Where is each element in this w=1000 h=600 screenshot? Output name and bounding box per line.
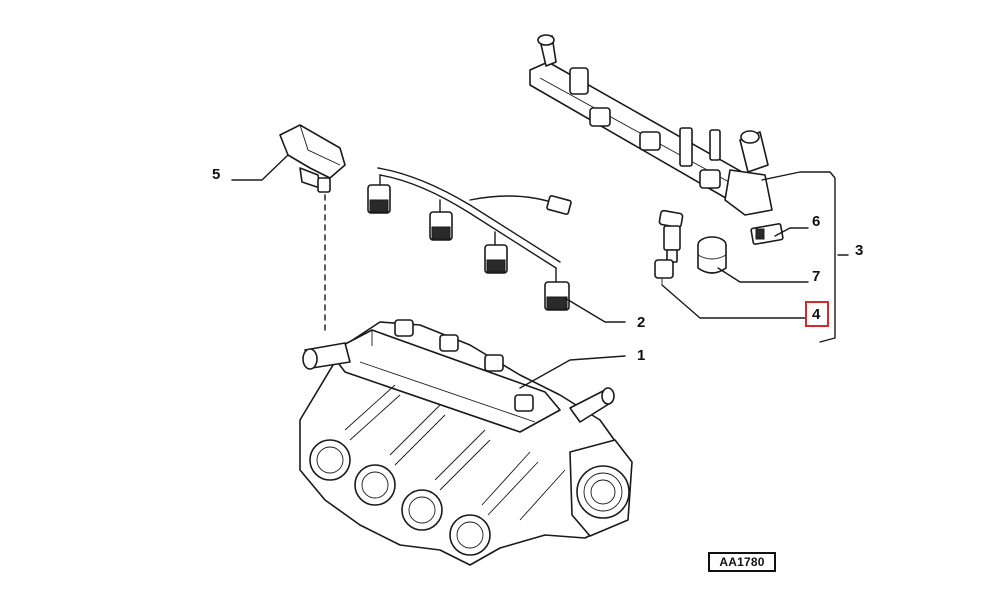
regulator-part <box>697 236 727 274</box>
fuel-injector-part <box>654 209 684 285</box>
callout-6: 6 <box>812 213 821 230</box>
reference-code-box: AA1780 <box>708 552 776 572</box>
leader-line-1 <box>519 355 626 389</box>
callout-3: 3 <box>855 242 864 259</box>
callout-2: 2 <box>637 314 646 331</box>
callout-4: 4 <box>812 306 821 323</box>
clip-part <box>750 223 784 245</box>
leader-line-7 <box>717 267 809 283</box>
intake-manifold-part <box>299 319 633 566</box>
leader-line-2 <box>564 297 626 323</box>
callout-1: 1 <box>637 347 646 364</box>
callout-5: 5 <box>212 166 221 183</box>
leader-line-6 <box>774 227 809 237</box>
callout-7: 7 <box>812 268 821 285</box>
bracket-3 <box>761 171 836 343</box>
callout-4-highlight <box>805 301 829 327</box>
fuel-rail-part <box>529 34 773 216</box>
leader-line-4 <box>661 284 806 319</box>
sensor-part <box>279 124 346 193</box>
wiring-harness-part <box>367 167 572 311</box>
leader-line-5 <box>231 154 289 181</box>
